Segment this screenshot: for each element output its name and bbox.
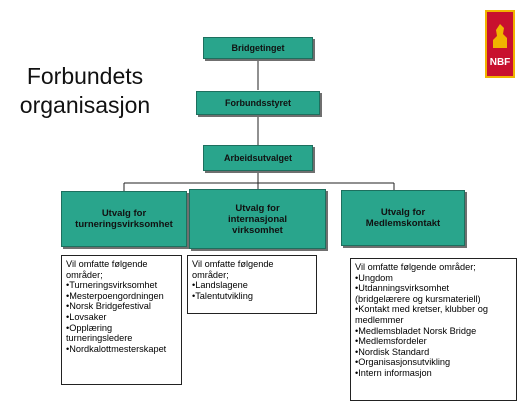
list-item: turneringsledere [66,333,133,344]
committee-3-line-2: Medlemskontakt [365,218,441,229]
logo-text: NBF [490,57,511,68]
box-utvalg-turnering: Utvalg for turneringsvirksomhet [61,191,187,247]
list-item: •Norsk Bridgefestival [66,301,151,312]
list-item: Vil omfatte følgende områder; [355,262,476,272]
nbf-logo: NBF [485,10,515,78]
list-item: •Opplæring [66,322,113,333]
list-item: •Utdanningsvirksomhet [355,283,450,294]
list-item: •Turneringsvirksomhet [66,280,158,291]
list-item: (bridgelærere og kursmateriell) [355,293,481,304]
list-item: •Lovsaker [66,311,107,322]
list-item: områder; [66,269,103,280]
list-internasjonal: Vil omfatte følgende områder; •Landslage… [187,255,317,314]
list-item: •Nordisk Standard [355,346,430,357]
committee-2-line-1: Utvalg for [235,202,280,214]
list-item: områder; [192,269,229,280]
list-medlemskontakt: Vil omfatte følgende områder; •Ungdom •U… [350,258,517,401]
box-bridgetinget: Bridgetinget [203,37,313,59]
list-item: Vil omfatte følgende [192,259,274,269]
committee-3-line-1: Utvalg for [380,207,426,218]
list-item: •Organisasjonsutvikling [355,357,451,368]
list-item: Vil omfatte følgende [66,259,148,269]
list-item: •Mesterpoengordningen [66,290,164,301]
diagram-title: Forbundets organisasjon [10,62,160,120]
list-item: •Medlemsbladet Norsk Bridge [355,325,477,336]
committee-1-line-1: Utvalg for [101,208,147,219]
list-item: medlemmer [355,314,404,325]
list-item: •Ungdom [355,272,393,283]
title-line-2: organisasjon [19,92,151,118]
list-item: •Kontakt med kretser, klubber og [355,304,488,315]
list-item: •Landslagene [192,280,248,291]
lion-icon [493,24,507,48]
list-item: •Talentutvikling [192,290,253,301]
box-utvalg-internasjonal: Utvalg for internasjonal virksomhet [189,189,326,249]
list-turnering: Vil omfatte følgende områder; •Turnering… [61,255,182,385]
box-utvalg-medlemskontakt: Utvalg for Medlemskontakt [341,190,465,246]
committee-2-line-2: internasjonal [227,213,288,225]
list-item: •Medlemsfordeler [355,336,427,347]
box-forbundsstyret: Forbundsstyret [196,91,320,115]
title-line-1: Forbundets [26,63,144,89]
box-arbeidsutvalget: Arbeidsutvalget [203,145,313,171]
list-item: •Intern informasjon [355,367,432,378]
list-item: •Nordkalottmesterskapet [66,343,167,354]
committee-2-line-3: virksomhet [232,224,283,236]
committee-1-line-2: turneringsvirksomhet [75,219,173,230]
